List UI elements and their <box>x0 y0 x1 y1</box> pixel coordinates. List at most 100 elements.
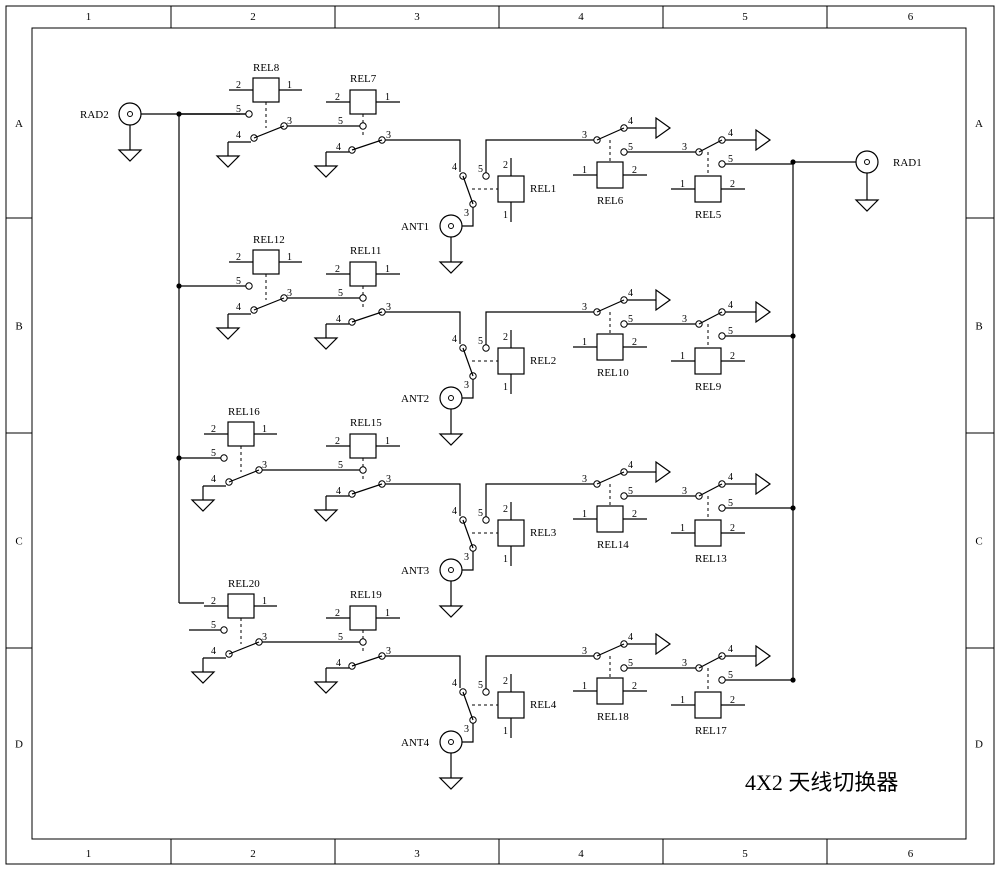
relay-label: REL14 <box>597 539 629 551</box>
pin-number: 5 <box>728 670 733 681</box>
pin-number: 5 <box>211 448 216 459</box>
switch-contact <box>482 172 490 180</box>
zone-column-label: 3 <box>414 848 420 860</box>
pin-number: 4 <box>728 128 733 139</box>
relay-coil <box>497 175 525 203</box>
zone-row-label: B <box>975 321 982 333</box>
relay-label: REL10 <box>597 367 629 379</box>
pin-number: 3 <box>582 474 587 485</box>
switch-contact <box>245 110 253 118</box>
switch-contact <box>220 454 228 462</box>
switch-contact <box>220 626 228 634</box>
pin-number: 5 <box>338 460 343 471</box>
wire <box>462 551 474 571</box>
pin-number: 5 <box>628 314 633 325</box>
zone-row-label: D <box>15 739 23 751</box>
wire <box>698 483 723 497</box>
zone-row-label: D <box>975 739 983 751</box>
ground-symbol <box>215 155 241 168</box>
pin-number: 3 <box>287 288 292 299</box>
pin-number: 2 <box>632 509 637 520</box>
pin-number: 4 <box>211 474 216 485</box>
junction-dot <box>790 505 796 511</box>
zone-column-label: 6 <box>908 848 914 860</box>
pin-number: 3 <box>464 552 469 563</box>
ground-symbol <box>438 261 464 274</box>
zone-column-label: 2 <box>250 848 256 860</box>
switch-contact <box>359 638 367 646</box>
pin-number: 4 <box>452 506 457 517</box>
pin-number: 3 <box>682 314 687 325</box>
pin-number: 5 <box>211 620 216 631</box>
junction-dot <box>176 283 182 289</box>
switch-contact <box>620 320 628 328</box>
pin-number: 1 <box>582 337 587 348</box>
relay-coil <box>349 261 377 287</box>
pin-number: 4 <box>452 162 457 173</box>
wire <box>596 643 625 657</box>
relay-label: REL15 <box>350 417 382 429</box>
pin-number: 4 <box>728 644 733 655</box>
pin-number: 2 <box>503 676 508 687</box>
wire <box>698 139 723 153</box>
pin-number: 1 <box>287 252 292 263</box>
relay-label: REL18 <box>597 711 629 723</box>
pin-number: 1 <box>385 264 390 275</box>
wire <box>698 655 723 669</box>
zone-column-label: 2 <box>250 11 256 23</box>
pin-number: 2 <box>730 351 735 362</box>
switch-contact <box>620 492 628 500</box>
pin-number: 5 <box>478 336 483 347</box>
ground-symbol <box>190 499 216 512</box>
relay-coil <box>596 161 624 189</box>
connector-label-ant: ANT1 <box>401 221 429 233</box>
pin-number: 3 <box>582 130 587 141</box>
ground-symbol <box>117 149 143 162</box>
relay-label: REL19 <box>350 589 382 601</box>
relay-coil <box>252 249 280 275</box>
pin-number: 2 <box>503 160 508 171</box>
ground-symbol <box>313 165 339 178</box>
wire <box>485 483 594 517</box>
wire <box>485 139 594 173</box>
zone-column-label: 5 <box>742 848 748 860</box>
pin-number: 2 <box>335 264 340 275</box>
relay-coil <box>596 333 624 361</box>
wire <box>385 139 461 172</box>
pin-number: 2 <box>730 695 735 706</box>
zone-row-label: A <box>975 118 983 130</box>
pin-number: 3 <box>682 486 687 497</box>
junction-dot <box>790 159 796 165</box>
pin-number: 2 <box>503 332 508 343</box>
coax-connector-center <box>448 567 454 573</box>
pin-number: 1 <box>680 695 685 706</box>
switch-contact <box>482 516 490 524</box>
pin-number: 4 <box>628 632 633 643</box>
pin-number: 3 <box>262 460 267 471</box>
relay-coil <box>596 677 624 705</box>
pin-number: 3 <box>262 632 267 643</box>
wire <box>596 127 625 141</box>
pin-number: 4 <box>336 142 341 153</box>
wire <box>462 691 474 721</box>
pin-number: 1 <box>262 424 267 435</box>
pin-number: 4 <box>628 116 633 127</box>
pin-number: 2 <box>632 165 637 176</box>
switch-contact <box>482 688 490 696</box>
relay-coil <box>694 519 722 547</box>
pin-number: 3 <box>682 658 687 669</box>
wire <box>253 125 285 139</box>
switch-contact <box>620 664 628 672</box>
pin-number: 2 <box>335 436 340 447</box>
connector-label-ant: ANT3 <box>401 565 430 577</box>
pin-number: 2 <box>632 681 637 692</box>
pin-number: 3 <box>464 380 469 391</box>
coax-connector-center <box>448 395 454 401</box>
pin-number: 2 <box>236 80 241 91</box>
pin-number: 3 <box>464 208 469 219</box>
relay-coil <box>349 433 377 459</box>
switch-contact <box>359 122 367 130</box>
switch-contact <box>359 294 367 302</box>
relay-coil <box>596 505 624 533</box>
